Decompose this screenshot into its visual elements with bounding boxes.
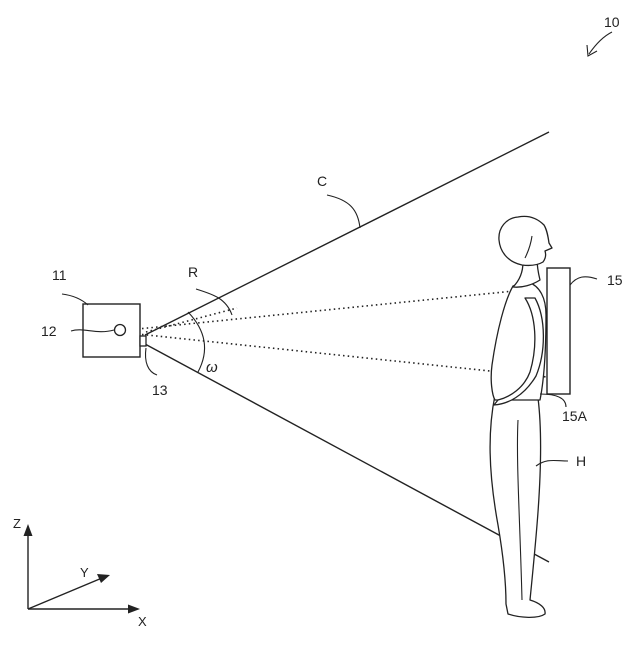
z-axis-label: Z [13,516,21,531]
angle-arc [188,312,205,372]
label-human: H [576,453,586,469]
leader-lens [145,348,157,375]
fov-lower-line [145,344,549,562]
z-axis-arrowhead [24,524,33,536]
lens-element [140,336,146,346]
x-axis-arrowhead [128,605,140,614]
light-source-circle [115,325,126,336]
leader-display-panel [570,277,597,285]
coordinate-axes: Z X Y [13,516,147,629]
label-lens: 13 [152,382,168,398]
projection-ray-upper [128,291,514,330]
figure-number: 10 [604,14,620,30]
label-panel-surface: 15A [562,408,588,424]
label-camera-unit: 11 [52,267,67,283]
projection-ray-lower [128,333,547,377]
label-display-panel: 15 [607,272,623,288]
label-angle: ω [206,359,218,376]
leader-panel-surface [540,394,566,407]
human-figure [490,216,552,617]
label-light-source: 12 [41,323,57,339]
label-projection-range: R [188,264,198,280]
y-axis-label: Y [80,565,89,580]
y-axis-arrowhead [97,574,110,583]
leader-range-r [196,289,232,315]
x-axis-label: X [138,614,147,629]
display-panel [547,268,570,394]
fov-upper-line [145,132,549,335]
label-field-of-view: C [317,173,327,189]
figure-number-arrow [589,32,612,54]
y-axis-line [28,578,102,609]
leader-fov-c [327,195,360,228]
